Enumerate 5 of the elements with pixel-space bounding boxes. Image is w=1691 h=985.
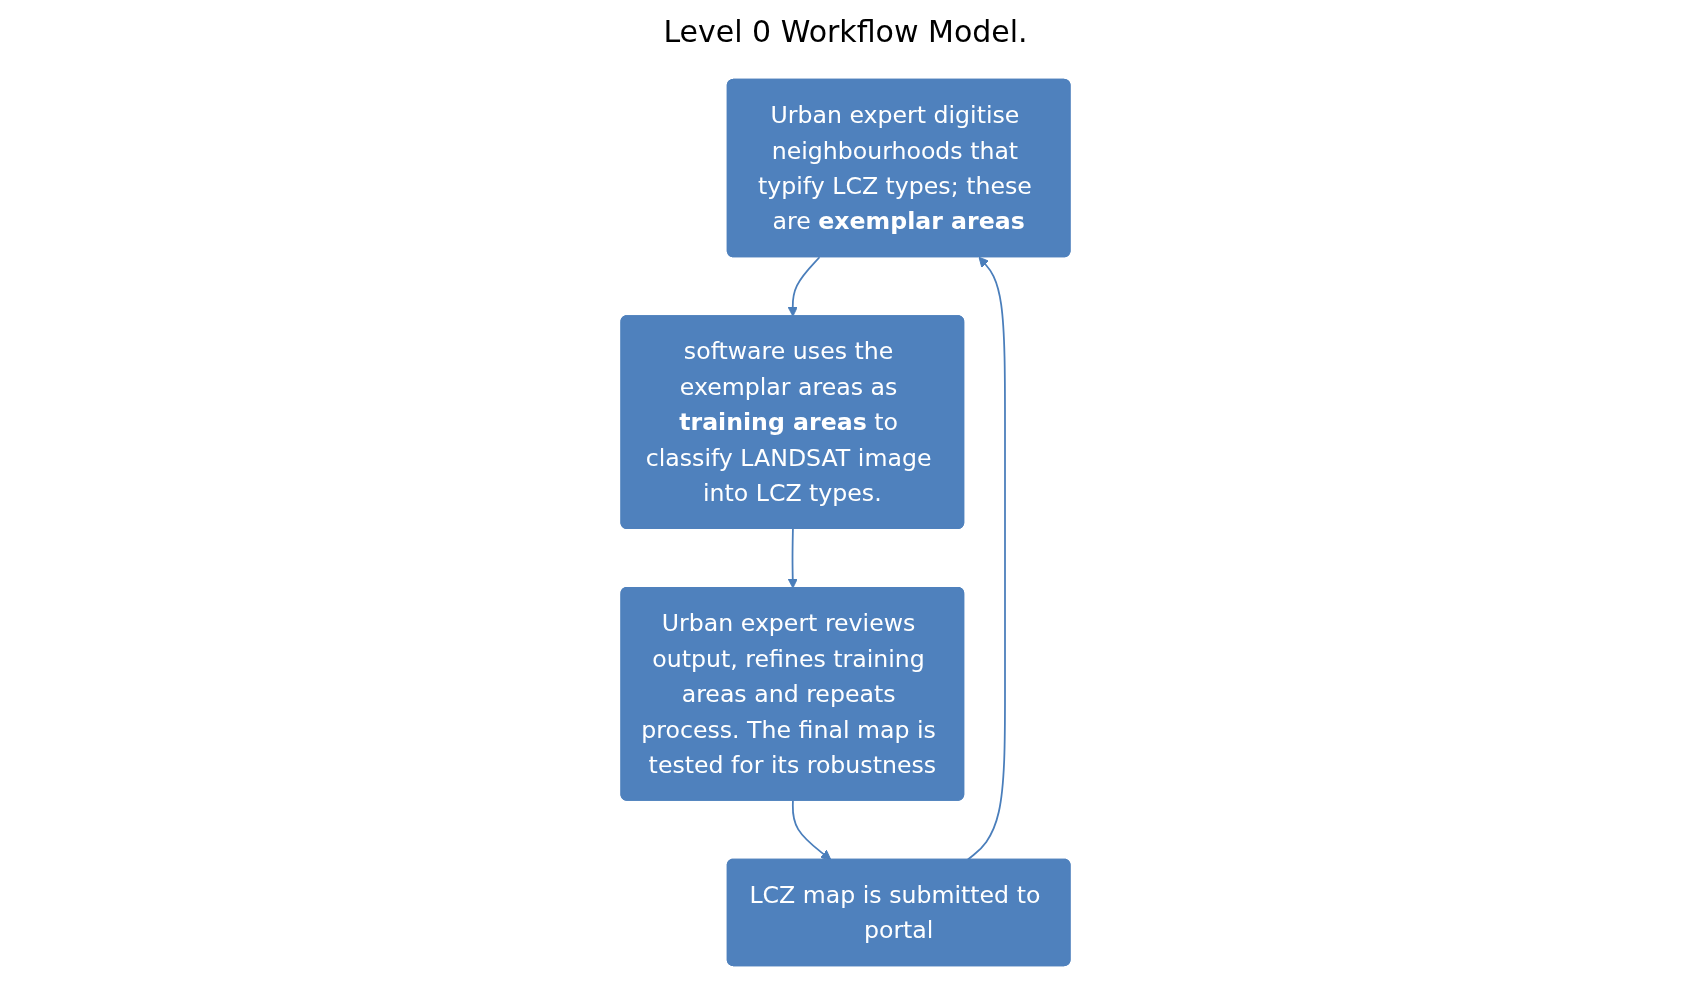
diagram-title: Level 0 Workflow Model.	[662, 14, 1029, 49]
arrow	[787, 528, 798, 589]
arrow	[966, 256, 1006, 861]
arrow	[787, 256, 821, 317]
arrow	[791, 799, 832, 861]
